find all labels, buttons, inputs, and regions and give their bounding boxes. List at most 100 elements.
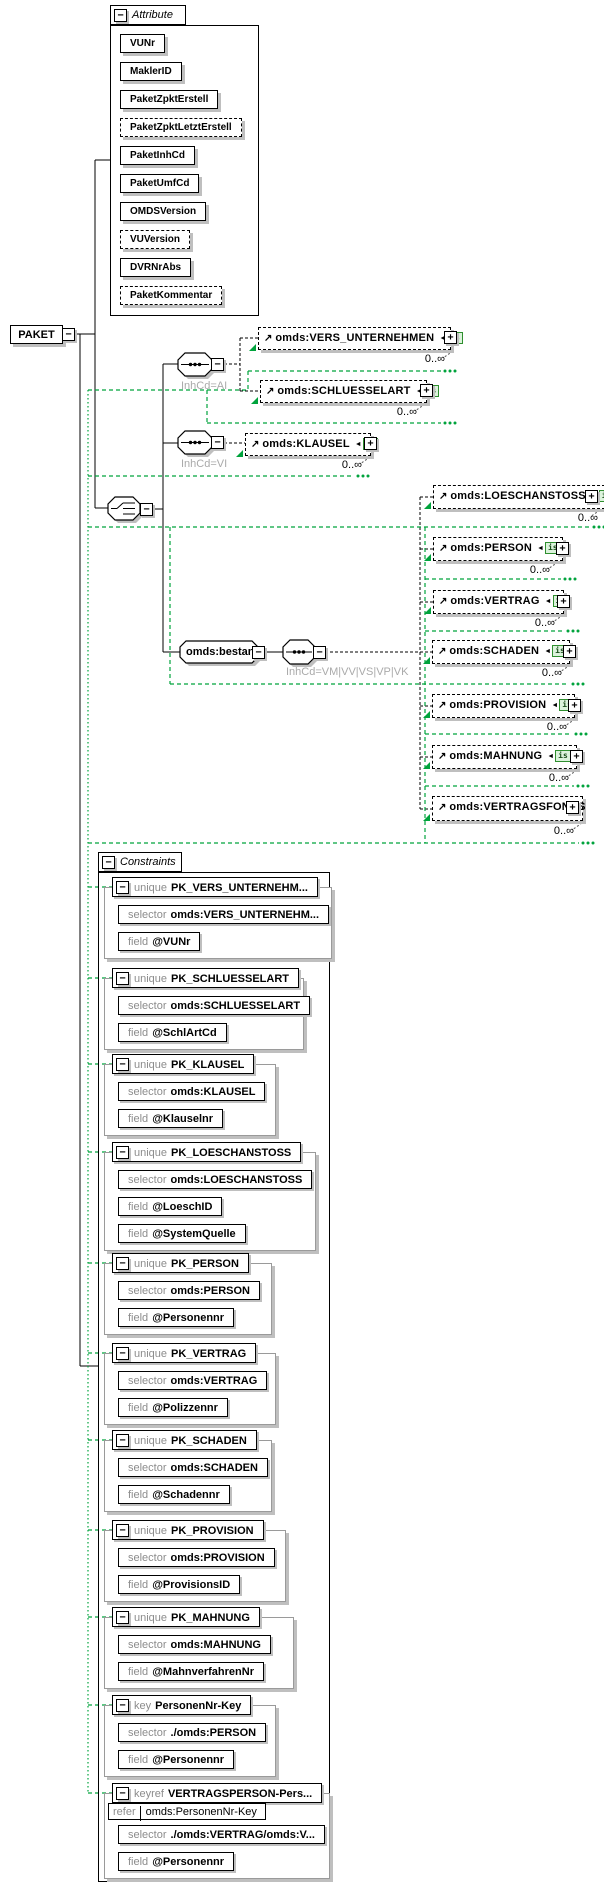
element-loeschanstoss[interactable]: ↗omds:LOESCHANSTOSS◄is + <box>433 485 604 509</box>
expand-icon[interactable]: + <box>364 437 377 450</box>
substitution-arrow-icon: ◄ <box>439 335 447 342</box>
field-value: @MahnverfahrenNr <box>152 1666 254 1678</box>
selector-value: omds:PERSON <box>170 1285 250 1297</box>
collapse-icon[interactable]: − <box>62 328 75 341</box>
collapse-icon[interactable]: − <box>116 1146 129 1159</box>
constraints-group-tab[interactable]: − Constraints <box>98 852 182 872</box>
collapse-icon[interactable]: − <box>252 646 265 659</box>
expand-icon[interactable]: + <box>444 331 457 344</box>
attribute-paketinhcd[interactable]: PaketInhCd <box>120 146 196 165</box>
attribute-group-tab[interactable]: − Attribute <box>110 5 186 25</box>
expand-icon[interactable]: + <box>585 490 598 503</box>
attribute-paketzpkterstell[interactable]: PaketZpktErstell <box>120 90 219 109</box>
element-schaden[interactable]: ↗omds:SCHADEN◄is + <box>432 640 576 664</box>
constraint-field[interactable]: field@MahnverfahrenNr <box>118 1662 264 1681</box>
constraint-field[interactable]: field@Personennr <box>118 1308 235 1327</box>
collapse-icon[interactable]: − <box>140 503 153 516</box>
attribute-label: PaketInhCd <box>130 150 186 161</box>
constraint-field[interactable]: field@ProvisionsID <box>118 1575 241 1594</box>
collapse-icon[interactable]: − <box>313 646 326 659</box>
constraint-selector[interactable]: selector./omds:PERSON <box>118 1723 267 1742</box>
collapse-icon[interactable]: − <box>211 436 224 449</box>
attribute-vuversion[interactable]: VUVersion <box>120 230 191 249</box>
collapse-icon[interactable]: − <box>102 856 115 869</box>
element-bestand[interactable]: omds:bestand <box>186 646 261 658</box>
attribute-paketumfcd[interactable]: PaketUmfCd <box>120 174 200 193</box>
collapse-icon[interactable]: − <box>116 1699 129 1712</box>
collapse-icon[interactable]: − <box>116 1257 129 1270</box>
constraint-field[interactable]: field@Polizzennr <box>118 1398 228 1417</box>
attribute-maklerid[interactable]: MaklerID <box>120 62 182 81</box>
collapse-icon[interactable]: − <box>116 972 129 985</box>
collapse-icon[interactable]: − <box>211 358 224 371</box>
collapse-icon[interactable]: − <box>116 1611 129 1624</box>
constraint-field[interactable]: field@SystemQuelle <box>118 1224 246 1243</box>
element-schluesselart[interactable]: ↗omds:SCHLUESSELART◄is + <box>260 380 440 403</box>
collapse-icon[interactable]: − <box>116 1787 129 1800</box>
selector-value: omds:SCHADEN <box>170 1462 258 1474</box>
expand-icon[interactable]: + <box>566 801 579 814</box>
expand-icon[interactable]: + <box>557 595 570 608</box>
element-vertrag[interactable]: ↗omds:VERTRAG◄is + <box>433 590 570 614</box>
element-vers-unternehmen[interactable]: ↗omds:VERS_UNTERNEHMEN◄is + <box>258 327 463 350</box>
attribute-paketkommentar[interactable]: PaketKommentar <box>120 286 223 305</box>
constraint-field[interactable]: field@Personennr <box>118 1750 235 1769</box>
constraint-field[interactable]: field@Personennr <box>118 1852 235 1871</box>
selector-keyword: selector <box>128 1727 167 1739</box>
field-keyword: field <box>128 936 149 948</box>
constraint-field[interactable]: field@Klauselnr <box>118 1109 224 1128</box>
attribute-vunr[interactable]: VUNr <box>120 34 166 53</box>
constraint-field[interactable]: field@LoeschID <box>118 1197 223 1216</box>
attribute-paketzpktletzterstell[interactable]: PaketZpktLetztErstell <box>120 118 242 137</box>
selector-value: ./omds:VERTRAG/omds:V... <box>170 1829 315 1841</box>
selector-value: ./omds:PERSON <box>170 1727 257 1739</box>
root-element-paket[interactable]: PAKET <box>10 325 63 344</box>
element-vertragsfonds[interactable]: ↗omds:VERTRAGSFONDS + <box>432 796 585 821</box>
constraint-field[interactable]: field@VUNr <box>118 932 201 951</box>
element-provision[interactable]: ↗omds:PROVISION◄is + <box>432 694 581 718</box>
expand-icon[interactable]: + <box>570 750 583 763</box>
substitution-arrow-icon: ◄ <box>547 753 555 760</box>
expand-icon[interactable]: + <box>420 384 433 397</box>
attribute-omdsversion[interactable]: OMDSVersion <box>120 202 207 221</box>
constraint-field[interactable]: field@Schadennr <box>118 1485 230 1504</box>
constraint-field[interactable]: field@SchlArtCd <box>118 1023 227 1042</box>
expand-icon[interactable]: + <box>568 699 581 712</box>
expand-icon[interactable]: + <box>563 645 576 658</box>
collapse-icon[interactable]: − <box>116 1347 129 1360</box>
attribute-dvrnrabs[interactable]: DVRNrAbs <box>120 258 192 277</box>
collapse-icon[interactable]: − <box>116 1058 129 1071</box>
collapse-icon[interactable]: − <box>116 1434 129 1447</box>
element-klausel[interactable]: ↗omds:KLAUSEL◄is + <box>245 433 379 456</box>
element-mahnung[interactable]: ↗omds:MAHNUNG◄is + <box>432 745 583 769</box>
selector-value: omds:LOESCHANSTOSS <box>170 1174 303 1186</box>
element-person[interactable]: ↗omds:PERSON◄is + <box>433 537 569 561</box>
constraint-selector[interactable]: selector./omds:VERTRAG/omds:V... <box>118 1825 325 1844</box>
collapse-icon[interactable]: − <box>116 881 129 894</box>
expand-icon[interactable]: + <box>556 542 569 555</box>
collapse-icon[interactable]: − <box>114 9 127 22</box>
collapse-icon[interactable]: − <box>116 1524 129 1537</box>
selector-keyword: selector <box>128 1174 167 1186</box>
